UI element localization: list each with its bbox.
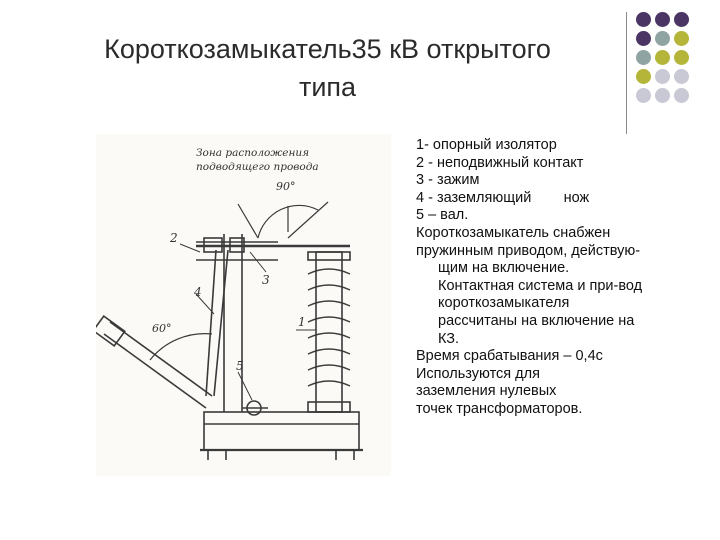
desc-line: 5 – вал. [416, 207, 469, 224]
callout-3: 3 [262, 273, 270, 287]
desc-line: Короткозамыкатель снабжен [416, 224, 611, 241]
callout-5: 5 [236, 359, 244, 373]
desc-line: Время срабатывания – 0,4с [416, 348, 603, 365]
decorative-dot [655, 12, 670, 27]
insulator-sheds [307, 268, 351, 387]
callout-1: 1 [298, 315, 306, 329]
desc-line: 2 - неподвижный контакт [416, 154, 584, 171]
angle-label-top: 90° [276, 180, 296, 193]
desc-line: точек трансформаторов. [416, 400, 583, 417]
slide-title-line-2: типа [298, 72, 357, 102]
desc-line: заземления нулевых [416, 383, 557, 400]
decorative-dot [674, 31, 689, 46]
callout-4: 4 [193, 285, 202, 299]
decorative-dot [674, 88, 689, 103]
desc-line: Контактная система и при-вод [438, 277, 643, 294]
decorative-dot-grid [636, 12, 716, 108]
desc-line: короткозамыкателя [438, 295, 570, 312]
desc-line: рассчитаны на включение на [438, 312, 635, 329]
decorative-dot [655, 31, 670, 46]
decorative-dot [636, 69, 651, 84]
desc-line: Используются для [416, 365, 540, 382]
zone-label-line-2: подводящего провода [196, 161, 319, 173]
decorative-dot [636, 12, 651, 27]
decorative-dot [674, 69, 689, 84]
decorative-dot [674, 50, 689, 65]
desc-line: КЗ. [438, 330, 460, 347]
desc-line: 1- опорный изолятор [416, 137, 557, 153]
title-divider-line [626, 12, 627, 134]
decorative-dot [655, 88, 670, 103]
slide-title-line-1: Короткозамыкатель35 кВ открытого [104, 34, 551, 64]
desc-line: щим на включение. [438, 260, 570, 277]
decorative-dot [655, 69, 670, 84]
decorative-dot [636, 31, 651, 46]
decorative-dot [636, 50, 651, 65]
zone-label-line-1: Зона расположения [196, 147, 309, 159]
decorative-dot [655, 50, 670, 65]
disconnector-drawing-svg: Зона расположения подводящего провода 90… [92, 147, 363, 460]
support-insulator [315, 251, 343, 413]
decorative-dot [674, 12, 689, 27]
description-text: 1- опорный изолятор 2 - неподвижный конт… [416, 137, 712, 419]
decorative-dot [636, 88, 651, 103]
slide-title: Короткозамыкатель35 кВ открытого типа [40, 30, 615, 106]
base-frame [203, 411, 360, 451]
desc-line: пружинным приводом, действую- [416, 242, 641, 259]
desc-line: 4 - заземляющий нож [416, 189, 590, 206]
callout-2: 2 [169, 231, 178, 245]
disconnector-drawing: Зона расположения подводящего провода 90… [92, 134, 391, 476]
desc-line: 3 - зажим [416, 172, 480, 189]
angle-label-left: 60° [152, 322, 172, 335]
